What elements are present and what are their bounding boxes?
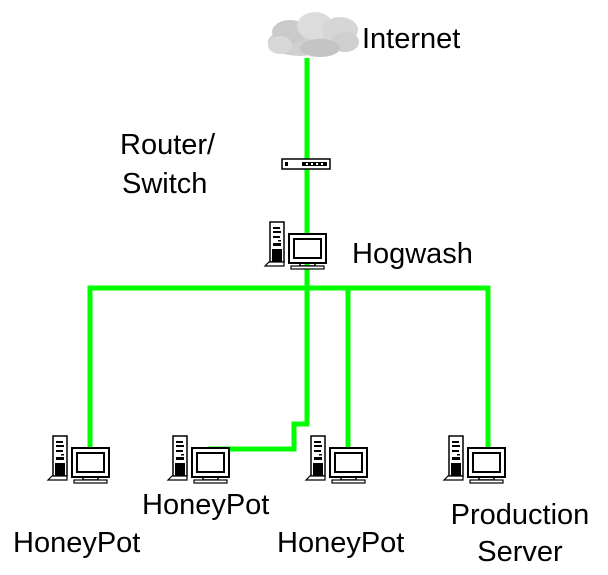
honeypot1-computer-icon: [47, 435, 110, 484]
honeypot1-label: HoneyPot: [13, 527, 141, 559]
router-label-line1: Router/: [120, 129, 216, 161]
switch-icon: [281, 158, 331, 170]
production-computer-icon: [443, 435, 506, 484]
link-backbone: [87, 285, 491, 450]
honeypot3-label: HoneyPot: [277, 527, 405, 559]
router-label-line2: Switch: [122, 168, 208, 200]
honeypot2-label: HoneyPot: [142, 489, 270, 521]
network-links: [87, 58, 491, 452]
link-honeypot2: [208, 288, 310, 452]
honeypot2-computer-icon: [167, 435, 230, 484]
hogwash-label: Hogwash: [352, 238, 473, 270]
cloud-icon: [268, 12, 359, 57]
internet-label: Internet: [362, 23, 461, 55]
honeypot3-computer-icon: [305, 435, 368, 484]
production-label-line2: Server: [477, 536, 563, 568]
production-label-line1: Production: [450, 499, 590, 531]
hogwash-computer-icon: [264, 221, 327, 270]
